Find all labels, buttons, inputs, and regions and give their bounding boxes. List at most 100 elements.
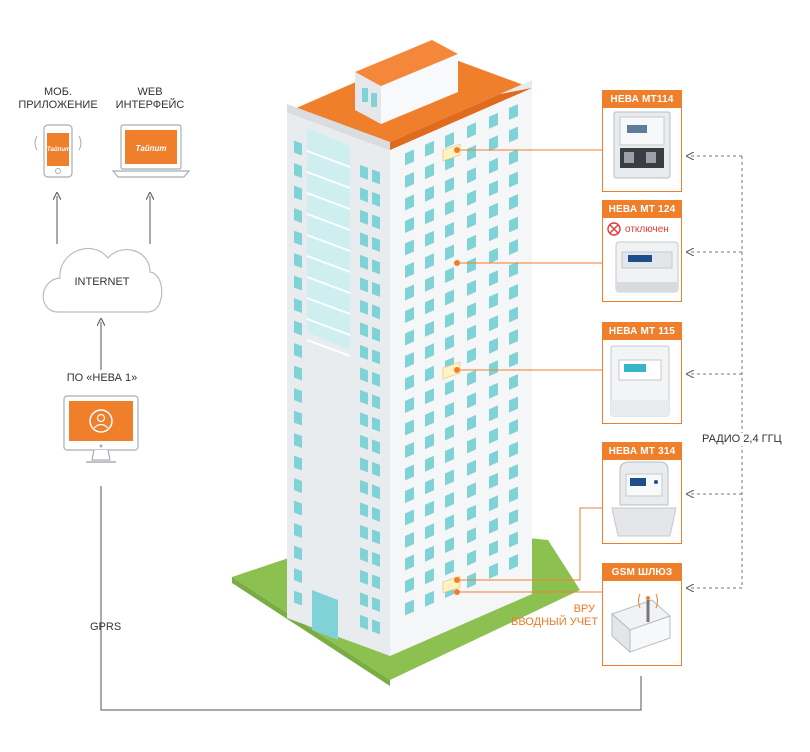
window [445, 447, 454, 463]
window [509, 374, 518, 390]
window [509, 239, 518, 255]
window [294, 410, 302, 426]
window [489, 112, 498, 129]
window [467, 167, 476, 184]
device-card-mt124: НЕВА МТ 124 отключен [602, 200, 682, 302]
device-title: НЕВА МТ 314 [603, 443, 681, 460]
window [294, 365, 302, 381]
window [445, 334, 454, 351]
window [294, 478, 302, 494]
window [294, 275, 302, 291]
window [509, 306, 518, 323]
window [294, 140, 302, 156]
window [360, 209, 368, 225]
window [445, 199, 454, 216]
window [372, 169, 380, 185]
mobile-label-line2: ПРИЛОЖЕНИЕ [18, 99, 98, 111]
meter-markers [442, 143, 461, 595]
window [372, 214, 380, 230]
balcony-slab [307, 276, 350, 294]
window [467, 459, 476, 476]
window [489, 180, 498, 197]
window [405, 464, 414, 481]
phone-logo: Тайпит [47, 147, 71, 153]
window [405, 554, 414, 571]
window [425, 230, 434, 247]
window [372, 394, 380, 410]
balcony-slab [307, 339, 350, 357]
window [467, 234, 476, 251]
window [489, 315, 498, 332]
window [294, 523, 302, 539]
window [425, 545, 434, 562]
window [294, 568, 302, 584]
window [405, 374, 414, 391]
window [294, 455, 302, 471]
window [360, 479, 368, 495]
window [467, 392, 476, 409]
window [509, 464, 518, 480]
window [405, 262, 414, 278]
window [425, 208, 434, 225]
window [445, 492, 454, 508]
window [405, 239, 414, 256]
window [467, 482, 476, 499]
window [294, 500, 302, 516]
window [509, 419, 518, 435]
window [489, 562, 498, 579]
window [360, 232, 368, 248]
device-title: НЕВА МТ 124 [603, 201, 681, 218]
device-title: GSM ШЛЮЗ [603, 564, 681, 581]
balcony-slab [307, 318, 350, 336]
software-label: ПО «НЕВА 1» [66, 372, 138, 384]
window [425, 320, 434, 337]
laptop-device [111, 124, 191, 178]
balcony-slab [307, 297, 350, 315]
window [294, 545, 302, 561]
window [509, 396, 518, 413]
window [360, 592, 368, 608]
vru-label-line1: ВРУ [573, 603, 595, 615]
web-interface-label: WEB ИНТЕРФЕЙС [110, 86, 190, 112]
window [425, 455, 434, 472]
window [489, 495, 498, 512]
window [445, 289, 454, 306]
window [372, 439, 380, 455]
device-card-mt114: НЕВА МТ114 [602, 90, 682, 192]
window [489, 382, 498, 399]
window [405, 599, 414, 616]
device-status: отключен [625, 224, 669, 235]
meter-connectors [457, 149, 602, 593]
balcony-column [307, 128, 350, 357]
vru-label-line2: ВВОДНЫЙ УЧЕТ [511, 616, 599, 628]
window [467, 257, 476, 274]
window [372, 529, 380, 545]
window [405, 194, 414, 211]
mobile-app-label: МОБ. ПРИЛОЖЕНИЕ [18, 86, 98, 112]
window [360, 164, 368, 180]
left-arrows [57, 196, 150, 370]
left-face-windows [294, 140, 380, 635]
window [467, 414, 476, 431]
window [467, 279, 476, 296]
window [294, 185, 302, 201]
window [360, 457, 368, 473]
window [372, 506, 380, 522]
window [405, 442, 414, 458]
device-card-mt115: НЕВА МТ 115 [602, 322, 682, 424]
window [489, 427, 498, 444]
balcony-slab [307, 171, 350, 189]
window [509, 216, 518, 233]
window [372, 236, 380, 252]
window [372, 349, 380, 365]
window [509, 554, 518, 570]
window [509, 171, 518, 188]
window [294, 253, 302, 269]
window [425, 298, 434, 315]
window [509, 149, 518, 165]
window [372, 484, 380, 500]
monitor-device [63, 395, 139, 463]
window [445, 514, 454, 531]
window [405, 329, 414, 346]
window [294, 388, 302, 404]
